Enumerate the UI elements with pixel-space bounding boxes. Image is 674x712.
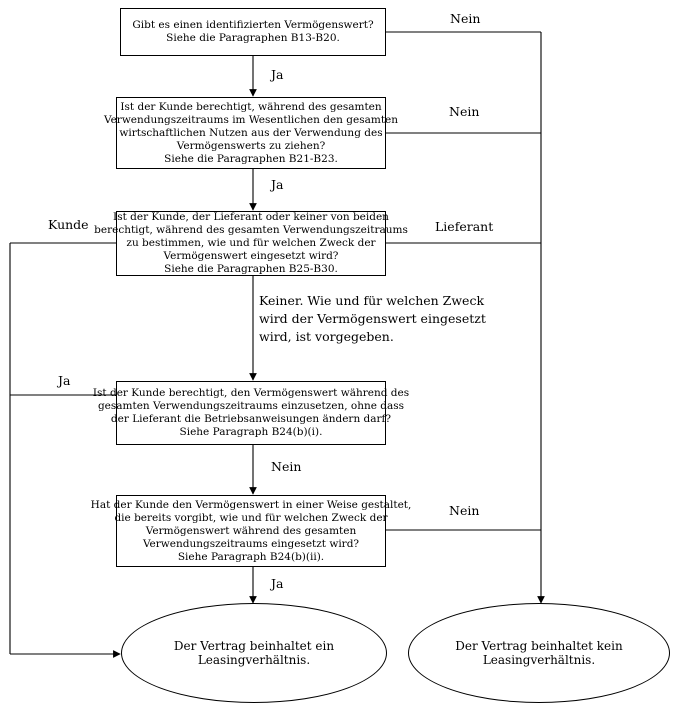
label-q4-yes: Ja [58, 373, 71, 388]
outcome-no-lease: Der Vertrag beinhaltet kein Leasingverhä… [408, 603, 670, 703]
label-q2-no: Nein [449, 104, 480, 119]
label-q5-no: Nein [449, 503, 480, 518]
question-designed-asset: Hat der Kunde den Vermögenswert in einer… [91, 495, 411, 567]
label-q3-customer: Kunde [48, 217, 89, 232]
label-q5-yes: Ja [271, 576, 284, 591]
label-q3-supplier: Lieferant [435, 219, 494, 234]
question-direct-use: Ist der Kunde, der Lieferant oder keiner… [94, 211, 408, 276]
outcome-lease: Der Vertrag beinhaltet ein Leasingverhäl… [121, 603, 387, 703]
question-identified-asset: Gibt es einen identifizierten Vermögensw… [120, 8, 386, 56]
label-q4-no: Nein [271, 459, 302, 474]
question-economic-benefits: Ist der Kunde berechtigt, während des ge… [104, 97, 398, 169]
question-operate-asset: Ist der Kunde berechtigt, den Vermögensw… [93, 381, 409, 445]
label-q1-yes: Ja [271, 67, 284, 82]
label-q2-yes: Ja [271, 177, 284, 192]
label-q1-no: Nein [450, 11, 481, 26]
label-q3-neither: Keiner. Wie und für welchen Zweck wird d… [259, 293, 486, 344]
